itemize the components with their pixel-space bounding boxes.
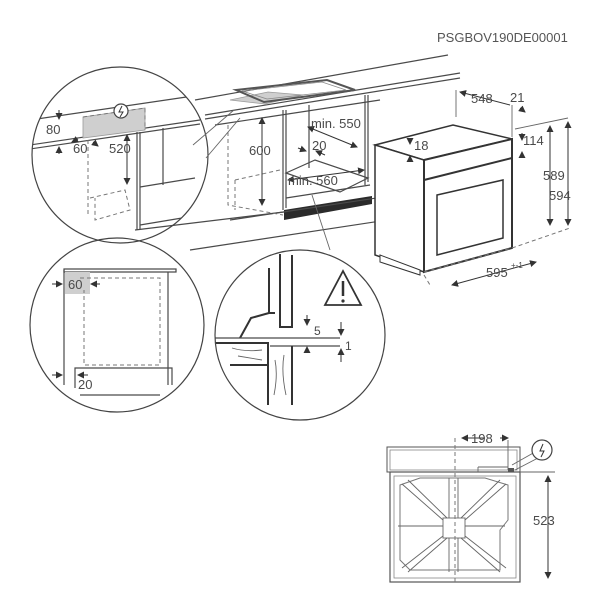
dim-60-top: 60	[73, 141, 87, 156]
electrical-connection-icon	[531, 439, 553, 461]
warning-triangle-icon	[323, 269, 363, 306]
dim-min-550: min. 550	[311, 116, 361, 131]
dim-594: 594	[549, 188, 571, 203]
dim-523: 523	[533, 513, 555, 528]
diagram-code: PSGBOV190DE00001	[437, 30, 568, 45]
dim-198: 198	[471, 431, 493, 446]
dim-21: 21	[510, 90, 524, 105]
dim-595-tolerance: +-1	[511, 261, 523, 270]
dim-595: 595	[486, 265, 508, 280]
dim-80: 80	[46, 122, 60, 137]
detail-top-left	[31, 66, 241, 244]
dim-20-bottom: 20	[78, 377, 92, 392]
dim-60-bottom: 60	[68, 277, 82, 292]
rear-view-drawing	[386, 434, 555, 585]
detail-bottom-center	[214, 249, 386, 421]
detail-bottom-left	[29, 237, 205, 413]
electrical-connection-icon	[113, 103, 129, 119]
dim-114: 114	[523, 133, 544, 148]
dim-min-560: min. 560	[288, 173, 338, 188]
cabinet-drawing	[134, 54, 461, 251]
dim-5: 5	[314, 324, 321, 338]
dim-20: 20	[312, 138, 326, 153]
dim-1: 1	[345, 339, 352, 353]
dim-589: 589	[543, 168, 565, 183]
dim-18: 18	[414, 138, 428, 153]
dim-600: 600	[249, 143, 271, 158]
dim-548: 548	[471, 91, 493, 106]
oven-drawing	[372, 90, 572, 287]
dim-520: 520	[109, 141, 131, 156]
